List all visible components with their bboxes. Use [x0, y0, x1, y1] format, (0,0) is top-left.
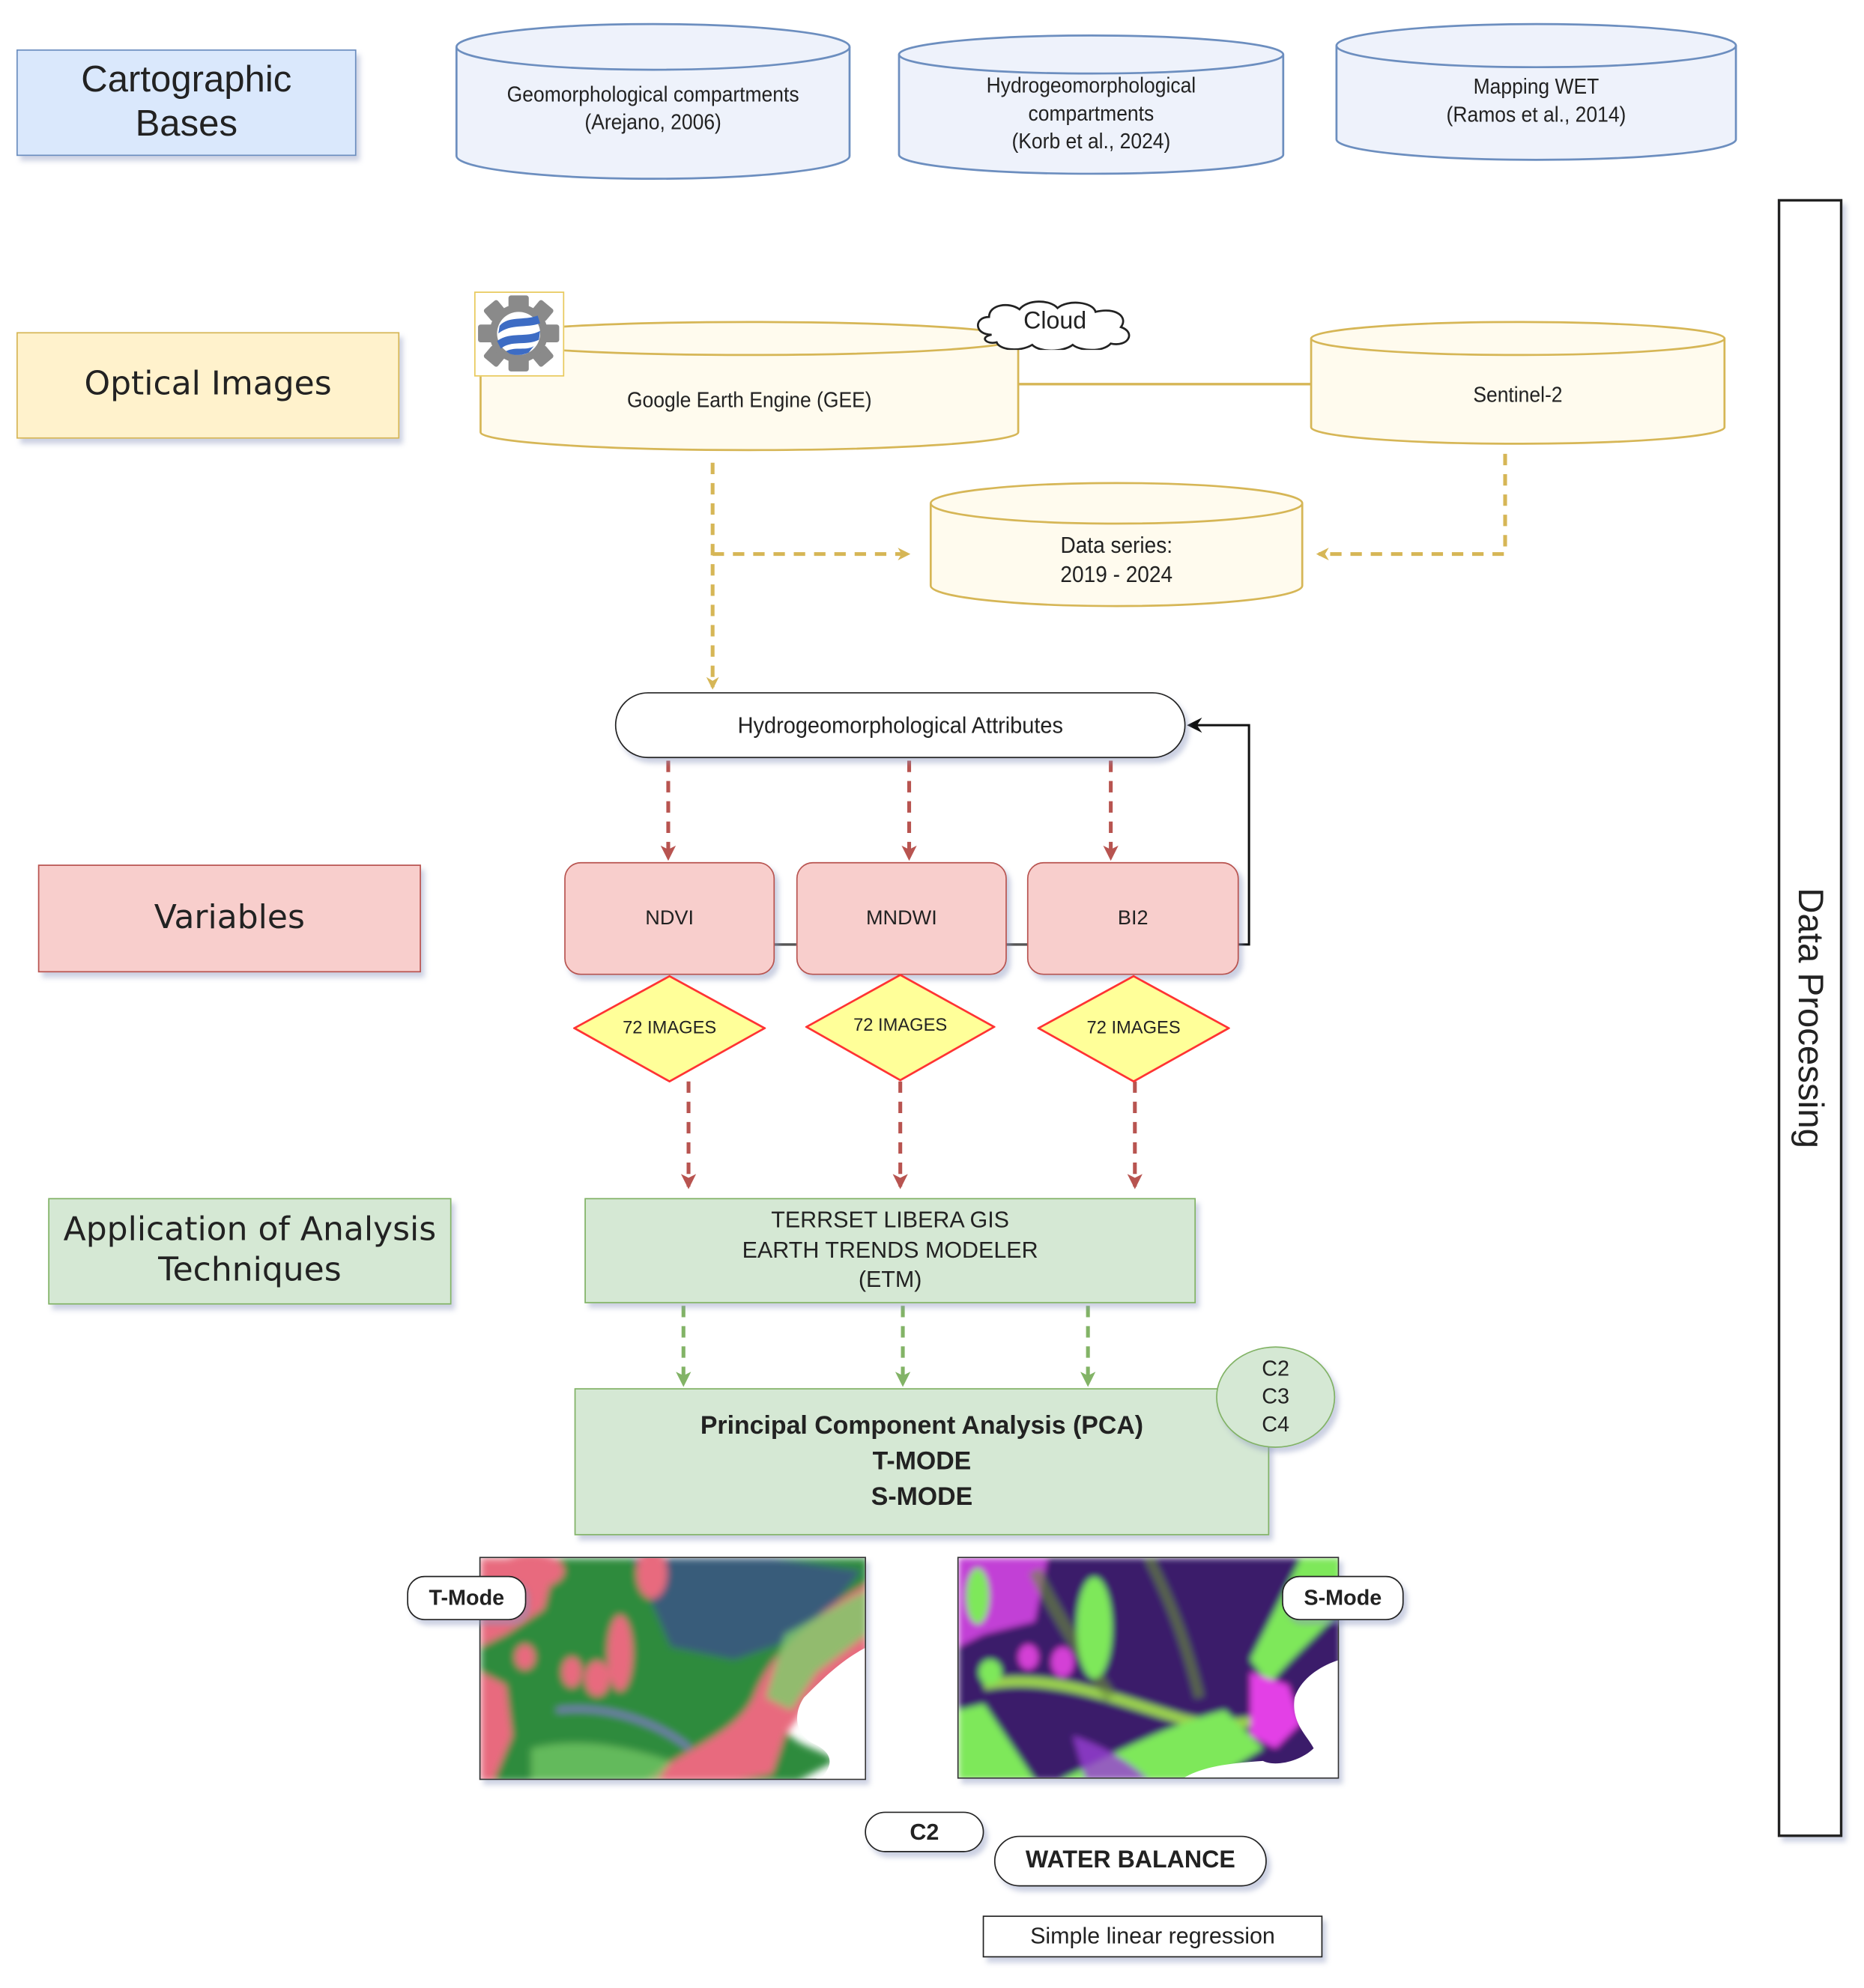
s-mode-label: S-Mode — [1304, 1585, 1382, 1610]
mndwi-images-label: 72 IMAGES — [853, 1014, 948, 1035]
gee-label: Google Earth Engine (GEE) — [626, 387, 872, 413]
variable-ndvi-label: NDVI — [645, 906, 694, 929]
pca-title: Principal Component Analysis (PCA) — [700, 1412, 1144, 1440]
variable-mndwi-label: MNDWI — [865, 906, 937, 929]
data-processing-label: Data Processing — [1791, 888, 1831, 1148]
cylinder-mapping-wet: Mapping WET (Ramos et al., 2014) — [1335, 22, 1737, 162]
bi2-feedback-arrow — [1187, 717, 1250, 946]
section-cartographic-bases: Cartographic Bases — [16, 49, 357, 157]
cyl-wet-line1: Mapping WET — [1473, 74, 1600, 100]
section-cartographic-line2: Bases — [135, 103, 237, 145]
mndwi-images-diamond: 72 IMAGES — [804, 973, 996, 1082]
components-ellipse: C2 C3 C4 — [1216, 1346, 1336, 1448]
s-mode-map-graphic — [958, 1558, 1338, 1778]
cyl-geo-line2: (Arejano, 2006) — [584, 110, 721, 135]
cylinder-shape — [898, 34, 1285, 175]
cylinder-geomorphological: Geomorphological compartments (Arejano, … — [455, 22, 851, 180]
t-mode-label: T-Mode — [429, 1585, 505, 1610]
s-mode-label-badge: S-Mode — [1282, 1575, 1404, 1621]
data-series-line1: Data series: — [1060, 532, 1173, 558]
cylinder-shape — [455, 22, 851, 180]
cylinder-hydrogeomorphological: Hydrogeomorphological compartments (Korb… — [898, 34, 1285, 177]
section-optical-label: Optical Images — [84, 365, 332, 404]
ndvi-images-diamond: 72 IMAGES — [572, 975, 767, 1083]
pca-node: Principal Component Analysis (PCA) T-MOD… — [574, 1388, 1270, 1536]
c2-output-node: C2 — [865, 1811, 984, 1852]
bi2-images-diamond: 72 IMAGES — [1036, 975, 1231, 1083]
cyl-wet-line2: (Ramos et al., 2014) — [1446, 103, 1627, 127]
pca-mode-t: T-MODE — [872, 1447, 972, 1476]
cyl-hydro-line1: Hydrogeomorphological — [986, 73, 1196, 98]
data-processing-panel: Data Processing — [1777, 199, 1843, 1837]
diamond-shape — [572, 975, 767, 1083]
etm-line2: EARTH TRENDS MODELER — [742, 1237, 1038, 1263]
earth-engine-glyph — [478, 295, 560, 372]
attributes-node: Hydrogeomorphological Attributes — [614, 692, 1186, 759]
variable-bi2: BI2 — [1026, 861, 1239, 975]
etm-line3: (ETM) — [858, 1267, 922, 1292]
variable-ndvi: NDVI — [564, 861, 775, 975]
t-mode-map-graphic — [480, 1558, 865, 1779]
cylinder-shape — [479, 321, 1020, 452]
cylinder-shape — [929, 482, 1304, 607]
regression-label: Simple linear regression — [1030, 1923, 1275, 1949]
cloud-icon — [977, 300, 1131, 352]
component-c2: C2 — [1262, 1356, 1290, 1381]
regression-node: Simple linear regression — [982, 1915, 1323, 1958]
section-analysis-line1: Application of Analysis — [63, 1210, 437, 1249]
cyl-hydro-line3: (Korb et al., 2024) — [1011, 129, 1171, 154]
section-variables: Variables — [37, 864, 421, 973]
t-mode-map-image — [479, 1557, 866, 1781]
section-variables-label: Variables — [154, 898, 305, 937]
c2-output-label: C2 — [910, 1818, 939, 1844]
cloud-label: Cloud — [1023, 308, 1087, 335]
earth-engine-icon — [473, 291, 565, 377]
etm-line1: TERRSET LIBERA GIS — [771, 1207, 1009, 1233]
data-series-line2: 2019 - 2024 — [1060, 562, 1173, 588]
cloud-badge: Cloud — [969, 299, 1141, 352]
diamond-shape — [804, 973, 996, 1082]
cylinder-shape — [1310, 321, 1726, 445]
attributes-label: Hydrogeomorphological Attributes — [737, 712, 1063, 738]
diamond-shape — [1036, 975, 1231, 1083]
section-analysis-line2: Techniques — [158, 1251, 342, 1290]
t-mode-label-badge: T-Mode — [407, 1575, 527, 1621]
variable-mndwi: MNDWI — [796, 861, 1007, 975]
sentinel-label: Sentinel-2 — [1473, 383, 1563, 407]
section-optical-images: Optical Images — [16, 332, 400, 439]
component-c3: C3 — [1262, 1384, 1290, 1409]
section-cartographic-line1: Cartographic — [81, 58, 292, 100]
cyl-hydro-line2: compartments — [1028, 101, 1155, 126]
s-mode-map-image — [957, 1557, 1340, 1779]
section-analysis-techniques: Application of Analysis Techniques — [48, 1198, 452, 1305]
bi2-images-label: 72 IMAGES — [1086, 1016, 1181, 1037]
etm-node: TERRSET LIBERA GIS EARTH TRENDS MODELER … — [584, 1198, 1196, 1303]
pca-mode-s: S-MODE — [871, 1483, 973, 1512]
variable-bi2-label: BI2 — [1117, 906, 1149, 929]
cylinder-shape — [1335, 22, 1737, 161]
cylinder-gee: Google Earth Engine (GEE) — [479, 321, 1020, 452]
cylinder-sentinel-2: Sentinel-2 — [1310, 321, 1726, 446]
cyl-geo-line1: Geomorphological compartments — [506, 82, 799, 107]
ndvi-images-label: 72 IMAGES — [623, 1016, 717, 1037]
cylinder-data-series: Data series: 2019 - 2024 — [929, 482, 1304, 608]
sentinel-to-dataseries-arrow — [1316, 453, 1507, 561]
component-c4: C4 — [1262, 1412, 1290, 1437]
water-balance-label: WATER BALANCE — [1025, 1846, 1235, 1874]
water-balance-node: WATER BALANCE — [993, 1835, 1267, 1887]
